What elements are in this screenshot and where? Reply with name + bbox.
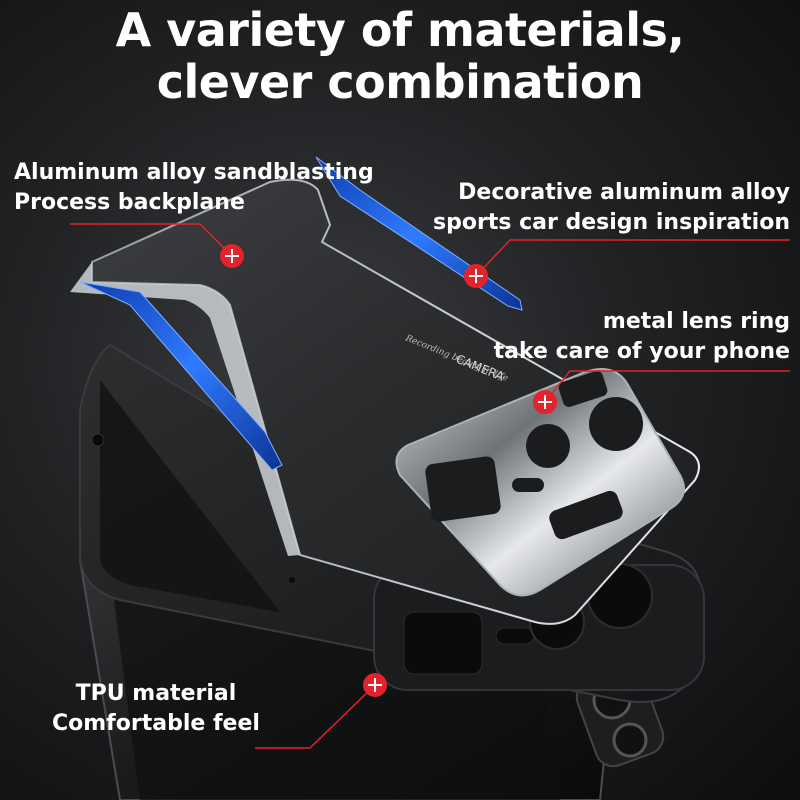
callout-marker-stripe[interactable]	[464, 264, 488, 288]
headline-line-2: clever combination	[156, 55, 644, 109]
callout-tpu-line-1: TPU material	[75, 681, 237, 706]
callout-stripe: Decorative aluminum alloy sports car des…	[433, 178, 790, 238]
blue-stripe-left	[79, 281, 283, 471]
callout-stripe-line-2: sports car design inspiration	[433, 210, 790, 235]
callout-tpu-line-2: Comfortable feel	[52, 711, 260, 736]
callout-marker-lens-ring[interactable]	[533, 390, 557, 414]
headline-line-1: A variety of materials,	[115, 3, 685, 57]
callout-tpu: TPU material Comfortable feel	[52, 679, 260, 739]
callout-lens-ring-line-1: metal lens ring	[602, 309, 790, 334]
callout-backplane-line-2: Process backplane	[14, 190, 245, 215]
callout-lens-ring: metal lens ring take care of your phone	[494, 307, 790, 367]
callout-marker-backplane[interactable]	[220, 244, 244, 268]
callout-lens-ring-line-2: take care of your phone	[493, 339, 790, 364]
callout-lines	[70, 223, 790, 749]
headline: A variety of materials, clever combinati…	[0, 4, 800, 108]
callout-stripe-line-1: Decorative aluminum alloy	[458, 180, 790, 205]
callout-backplane: Aluminum alloy sandblasting Process back…	[14, 158, 374, 218]
callout-marker-tpu[interactable]	[363, 673, 387, 697]
metal-lens-ring	[395, 368, 685, 597]
callout-backplane-line-1: Aluminum alloy sandblasting	[14, 160, 374, 185]
